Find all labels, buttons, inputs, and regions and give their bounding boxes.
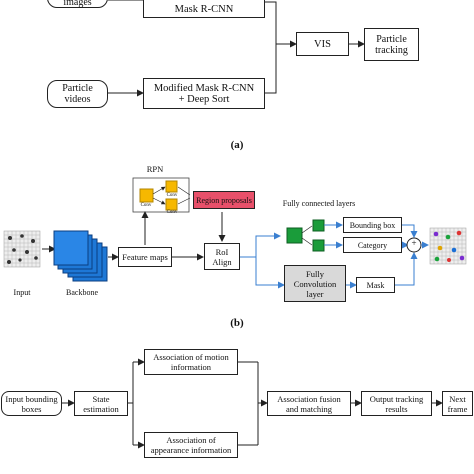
state-line2: estimation bbox=[83, 403, 119, 414]
conv-label-1: Conv bbox=[140, 203, 152, 208]
input-bounding-boxes-box: Input bounding boxes bbox=[1, 391, 62, 416]
motion-association-box: Association of motion information bbox=[144, 349, 238, 375]
modified-mask-rcnn-label: Modified Mask R-CNN bbox=[153, 82, 255, 94]
conv-node-2 bbox=[165, 180, 178, 193]
particle-videos-box: Particle videos bbox=[47, 80, 108, 108]
feature-maps-label: Feature maps bbox=[122, 252, 168, 262]
mask-rcnn-label: Mask R-CNN bbox=[174, 4, 234, 15]
rpn-network bbox=[132, 177, 191, 213]
motion-line1: Association of motion bbox=[153, 352, 229, 362]
category-box: Category bbox=[343, 237, 402, 253]
particle-tracking-line1: Particle bbox=[376, 33, 407, 45]
modified-mask-rcnn-box: Modified Mask R-CNN + Deep Sort bbox=[143, 78, 265, 109]
arrow-mask-to-sum bbox=[395, 252, 418, 286]
input-bounding-line1: Input bounding bbox=[5, 393, 58, 404]
fc-layers-label: Fully connected layers bbox=[282, 199, 356, 208]
conv-label-3: Conv bbox=[166, 210, 178, 215]
output-image bbox=[429, 227, 467, 265]
input-label: Input bbox=[13, 288, 31, 297]
appearance-line2: appearance information bbox=[150, 445, 232, 455]
next-line2: frame bbox=[447, 403, 468, 414]
particle-videos-label: Particle videos bbox=[62, 83, 93, 105]
mask-rcnn-box: Mask R-CNN bbox=[143, 0, 265, 18]
state-estimation-box: State estimation bbox=[74, 391, 128, 416]
output-line2: results bbox=[385, 403, 408, 414]
particle-images-label: Particle images bbox=[63, 0, 92, 8]
mask-label: Mask bbox=[366, 280, 385, 290]
association-fusion-box: Association fusion and matching bbox=[267, 391, 351, 416]
mask-box: Mask bbox=[356, 277, 395, 293]
align-label: Align bbox=[212, 256, 232, 267]
roi-align-box: RoI Align bbox=[204, 243, 240, 270]
output-tracking-box: Output tracking results bbox=[361, 391, 432, 416]
fc-node-1 bbox=[286, 227, 303, 244]
conv-node-3 bbox=[165, 198, 178, 211]
fcn-line3: layer bbox=[306, 288, 324, 299]
vis-label: VIS bbox=[314, 38, 331, 50]
panel-b-graphics bbox=[3, 177, 467, 289]
particle-tracking-box: Particle tracking bbox=[364, 28, 419, 61]
fusion-line1: Association fusion bbox=[277, 393, 341, 404]
fc-node-3 bbox=[312, 239, 325, 252]
region-proposals-box: Region proposals bbox=[193, 191, 255, 209]
region-proposals-label: Region proposals bbox=[196, 195, 252, 205]
output-line1: Output tracking bbox=[369, 393, 424, 404]
fcn-box: Fully Convolution layer bbox=[284, 265, 346, 302]
next-frame-box: Next frame bbox=[442, 391, 473, 416]
particle-images-box: Particle images bbox=[47, 0, 108, 8]
backbone-stack bbox=[53, 230, 108, 282]
deep-sort-label: + Deep Sort bbox=[178, 93, 230, 105]
panel-c-connectors bbox=[62, 358, 443, 449]
input-image bbox=[3, 230, 41, 268]
arrow-roi-to-fcn bbox=[255, 257, 285, 289]
particle-tracking-line2: tracking bbox=[375, 44, 408, 56]
arrow-bbox-to-sum bbox=[402, 224, 418, 238]
fcn-line2: Convolution bbox=[293, 278, 337, 289]
merge-bracket bbox=[265, 1, 277, 94]
category-label: Category bbox=[357, 240, 388, 250]
panel-a-label: (a) bbox=[230, 139, 244, 151]
motion-line2: information bbox=[170, 362, 212, 372]
fc-network bbox=[286, 219, 343, 252]
fusion-line2: and matching bbox=[285, 403, 333, 414]
rpn-label: RPN bbox=[146, 164, 164, 174]
feature-maps-box: Feature maps bbox=[118, 247, 172, 267]
panel-a-connectors bbox=[108, 0, 365, 97]
vis-box: VIS bbox=[296, 32, 349, 56]
state-line1: State bbox=[92, 393, 110, 404]
backbone-label: Backbone bbox=[66, 288, 98, 297]
conv-label-2: Conv bbox=[166, 193, 178, 198]
bounding-box-label: Bounding box bbox=[349, 220, 396, 230]
fc-node-2 bbox=[312, 219, 325, 232]
next-line1: Next bbox=[449, 393, 466, 404]
appearance-association-box: Association of appearance information bbox=[144, 432, 238, 458]
input-bounding-line2: boxes bbox=[21, 403, 42, 414]
sum-symbol: + bbox=[411, 238, 417, 248]
rpn-frame bbox=[132, 177, 190, 213]
roi-label: RoI bbox=[215, 246, 229, 257]
appearance-line1: Association of bbox=[166, 435, 216, 445]
arrow-roi-to-fc bbox=[240, 232, 281, 258]
fcn-line1: Fully bbox=[306, 268, 324, 279]
conv-node-1 bbox=[139, 188, 154, 203]
panel-b-label: (b) bbox=[230, 317, 244, 329]
bounding-box-box: Bounding box bbox=[343, 217, 402, 233]
